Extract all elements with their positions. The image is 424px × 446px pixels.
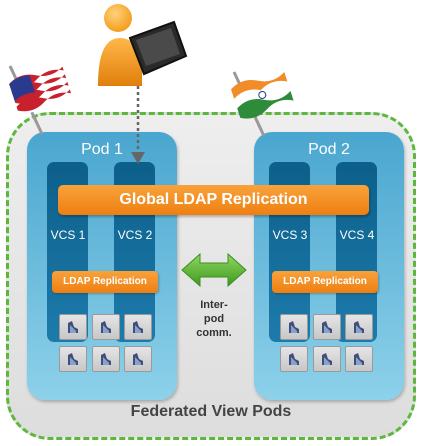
federated-view-pods-label: Federated View Pods	[130, 403, 292, 420]
virtual-desktop-icon	[124, 314, 152, 340]
virtual-desktop-icon	[313, 314, 341, 340]
virtual-desktop-icon	[280, 314, 308, 340]
virtual-desktop-icon	[92, 314, 120, 340]
pod-1-ldap-replication-bar: LDAP Replication	[52, 271, 158, 293]
virtual-desktop-icon	[59, 346, 87, 372]
interpod-line: comm.	[196, 327, 232, 339]
double-arrow-icon	[181, 252, 247, 288]
virtual-desktop-icon	[92, 346, 120, 372]
vcs-2-label: VCS 2	[117, 228, 153, 242]
pod-2-label: Pod 2	[308, 141, 350, 158]
interpod-communication-label: Inter- pod comm.	[186, 298, 242, 340]
virtual-desktop-icon	[313, 346, 341, 372]
usa-flag-icon	[8, 65, 72, 135]
pod-2-ldap-replication-bar: LDAP Replication	[272, 271, 378, 293]
virtual-desktop-icon	[124, 346, 152, 372]
user-connector-arrow-icon	[131, 80, 145, 164]
vcs-1-label: VCS 1	[50, 228, 86, 242]
global-ldap-replication-bar: Global LDAP Replication	[58, 185, 369, 215]
pod-1-label: Pod 1	[81, 141, 123, 158]
virtual-desktop-icon	[345, 346, 373, 372]
interpod-line: Inter-	[200, 299, 228, 311]
user-with-tablet-icon	[98, 4, 188, 86]
vcs-3-label: VCS 3	[272, 228, 308, 242]
virtual-desktop-icon	[59, 314, 87, 340]
virtual-desktop-icon	[345, 314, 373, 340]
india-flag-icon	[231, 71, 294, 137]
interpod-line: pod	[203, 313, 225, 325]
virtual-desktop-icon	[280, 346, 308, 372]
vcs-4-label: VCS 4	[339, 228, 375, 242]
